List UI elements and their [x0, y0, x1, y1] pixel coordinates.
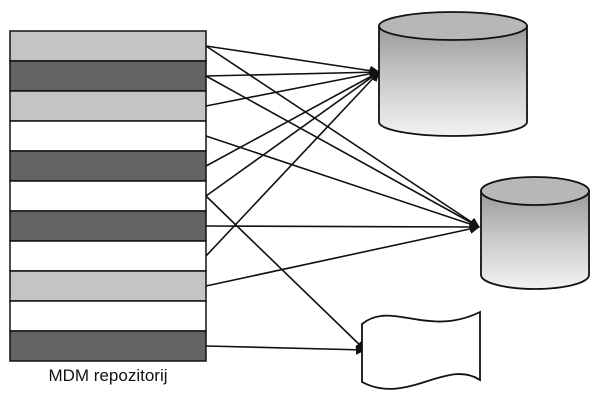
connection-arrow	[205, 75, 480, 228]
connection-arrow	[205, 67, 380, 78]
repository-row	[9, 120, 207, 152]
connection-arrow	[205, 224, 480, 287]
connection-arrow	[205, 71, 380, 167]
connection-arrow	[205, 221, 480, 232]
connection-arrow	[205, 195, 366, 351]
document-icon	[361, 310, 481, 390]
repository-row	[9, 60, 207, 92]
repository-row	[9, 180, 207, 212]
repository-row	[9, 270, 207, 302]
connection-arrow	[205, 344, 366, 355]
connection-arrow	[205, 45, 380, 76]
database-icon	[480, 176, 590, 290]
repository-row	[9, 240, 207, 272]
repository-row	[9, 330, 207, 362]
connection-arrows	[205, 45, 480, 355]
connection-arrow	[205, 135, 480, 229]
database-icon	[378, 11, 528, 137]
repository-row	[9, 90, 207, 122]
mdm-repository	[9, 30, 207, 362]
connection-arrow	[205, 45, 480, 228]
connection-arrow	[205, 71, 380, 197]
connection-arrow	[205, 68, 380, 107]
repository-row	[9, 210, 207, 242]
repository-row	[9, 300, 207, 332]
repository-caption: MDM repozitorij	[48, 366, 168, 385]
target-systems	[361, 11, 590, 390]
connection-arrow	[205, 71, 380, 257]
repository-row	[9, 30, 207, 62]
repository-row	[9, 150, 207, 182]
